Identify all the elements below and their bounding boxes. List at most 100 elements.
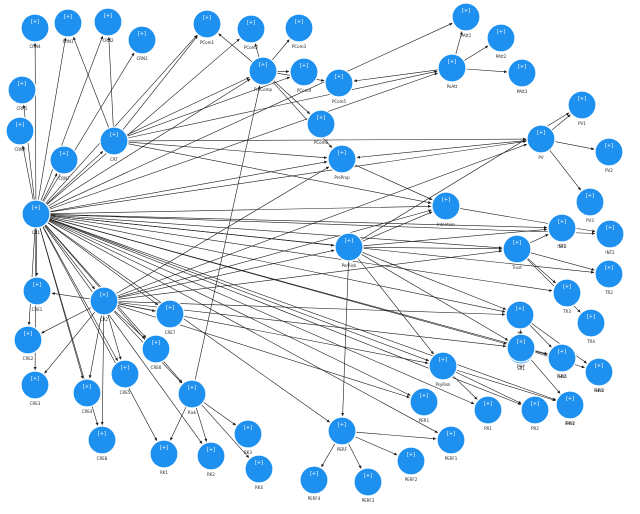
node-sr[interactable]: [+]SR: [505, 300, 535, 336]
node-circle[interactable]: [396, 446, 426, 476]
node-circle[interactable]: [594, 137, 624, 167]
node-patt3[interactable]: [+]PAtt3: [507, 58, 537, 94]
node-crn7[interactable]: [+]CRN7: [49, 145, 79, 181]
node-pcom3[interactable]: [+]PCom3: [284, 13, 314, 49]
node-procomp[interactable]: [+]ProComp: [248, 56, 278, 92]
node-circle[interactable]: [22, 276, 52, 306]
node-perf4[interactable]: [+]PERF4: [299, 465, 329, 501]
node-circle[interactable]: [428, 351, 458, 381]
node-circle[interactable]: [506, 333, 536, 363]
node-circle[interactable]: [236, 14, 266, 44]
node-crn5[interactable]: [+]CRN5: [7, 75, 37, 111]
node-circle[interactable]: [473, 395, 503, 425]
node-circle[interactable]: [552, 278, 582, 308]
node-circle[interactable]: [327, 144, 357, 174]
node-circle[interactable]: [49, 145, 79, 175]
node-perrisk[interactable]: [+]PerRisk: [334, 232, 364, 268]
node-psyrisk[interactable]: [+]PsyRisk: [428, 351, 458, 387]
node-circle[interactable]: [110, 359, 140, 389]
node-circle[interactable]: [327, 416, 357, 446]
node-pr2[interactable]: [+]PR2: [520, 395, 550, 431]
node-circle[interactable]: [53, 8, 83, 38]
node-int2[interactable]: [+]INT2: [595, 219, 625, 255]
node-circle[interactable]: [306, 109, 336, 139]
node-pv1[interactable]: [+]PV1: [567, 90, 597, 126]
node-perf2[interactable]: [+]PERF2: [396, 446, 426, 482]
node-circle[interactable]: [72, 378, 102, 408]
node-pcom1[interactable]: [+]PCom1: [192, 9, 222, 45]
node-pv3[interactable]: [+]PV3: [575, 187, 605, 223]
node-cre8[interactable]: [+]CRE8: [87, 425, 117, 461]
node-circle[interactable]: [547, 343, 577, 373]
node-crn3[interactable]: [+]CRN3: [127, 25, 157, 61]
node-tr1[interactable]: [+]TR1: [547, 213, 577, 249]
node-circle[interactable]: [437, 53, 467, 83]
node-circle[interactable]: [155, 299, 185, 329]
node-circle[interactable]: [13, 325, 43, 355]
node-perf[interactable]: [+]PERF: [327, 416, 357, 452]
node-cre7[interactable]: [+]CRE7: [155, 299, 185, 335]
node-rk3[interactable]: [+]RK3: [233, 419, 263, 455]
node-pcom5[interactable]: [+]PCom5: [324, 68, 354, 104]
node-circle[interactable]: [520, 395, 550, 425]
node-circle[interactable]: [431, 191, 461, 221]
node-pcom4[interactable]: [+]PCom4: [289, 57, 319, 93]
node-circle[interactable]: [502, 234, 532, 264]
node-circle[interactable]: [576, 308, 606, 338]
node-circle[interactable]: [324, 68, 354, 98]
node-crt[interactable]: [+]CRT: [99, 126, 129, 162]
node-phy2[interactable]: [+]PHY2: [555, 390, 585, 426]
node-circle[interactable]: [594, 259, 624, 289]
node-perf3[interactable]: [+]PERF3: [353, 467, 383, 503]
node-circle[interactable]: [289, 57, 319, 87]
node-circle[interactable]: [87, 425, 117, 455]
node-cr1[interactable]: [+]CR1: [21, 199, 51, 235]
node-risk[interactable]: [+]Risk: [177, 379, 207, 415]
node-circle[interactable]: [436, 425, 466, 455]
node-phy[interactable]: [+]PHY: [506, 333, 536, 369]
node-circle[interactable]: [299, 465, 329, 495]
node-circle[interactable]: [584, 357, 614, 387]
node-circle[interactable]: [233, 419, 263, 449]
node-trust[interactable]: [+]Trust: [502, 234, 532, 270]
node-circle[interactable]: [284, 13, 314, 43]
node-circle[interactable]: [486, 23, 516, 53]
node-cre3[interactable]: [+]CRE3: [20, 370, 50, 406]
node-circle[interactable]: [20, 370, 50, 400]
node-cr2[interactable]: [+]CR2: [89, 286, 119, 322]
node-circle[interactable]: [177, 379, 207, 409]
node-circle[interactable]: [244, 454, 274, 484]
node-circle[interactable]: [93, 7, 123, 37]
node-circle[interactable]: [127, 25, 157, 55]
node-pr1[interactable]: [+]PR1: [473, 395, 503, 431]
node-circle[interactable]: [526, 124, 556, 154]
node-pv[interactable]: [+]PV: [526, 124, 556, 160]
node-circle[interactable]: [99, 126, 129, 156]
node-rk2[interactable]: [+]RK2: [196, 441, 226, 477]
node-cre4[interactable]: [+]CRE4: [72, 378, 102, 414]
node-circle[interactable]: [353, 467, 383, 497]
node-patt1[interactable]: [+]PAtt1: [451, 2, 481, 38]
node-cre1[interactable]: [+]CRE1: [22, 276, 52, 312]
node-circle[interactable]: [192, 9, 222, 39]
node-tr3[interactable]: [+]TR3: [552, 278, 582, 314]
node-pcom2[interactable]: [+]PCom2: [236, 14, 266, 50]
node-circle[interactable]: [141, 334, 171, 364]
node-circle[interactable]: [196, 441, 226, 471]
node-perf1[interactable]: [+]PERF1: [436, 425, 466, 461]
node-circle[interactable]: [555, 390, 585, 420]
node-circle[interactable]: [7, 75, 37, 105]
node-crn1[interactable]: [+]CRN1: [53, 8, 83, 44]
node-pv2[interactable]: [+]PV2: [594, 137, 624, 173]
node-rk1[interactable]: [+]RK1: [149, 439, 179, 475]
node-circle[interactable]: [149, 439, 179, 469]
node-circle[interactable]: [567, 90, 597, 120]
node-circle[interactable]: [451, 2, 481, 32]
node-poatt[interactable]: [+]PoAtt: [437, 53, 467, 89]
node-circle[interactable]: [248, 56, 278, 86]
node-circle[interactable]: [507, 58, 537, 88]
node-circle[interactable]: [20, 13, 50, 43]
node-circle[interactable]: [409, 387, 439, 417]
node-cre6[interactable]: [+]CRE6: [141, 334, 171, 370]
node-circle[interactable]: [547, 213, 577, 243]
